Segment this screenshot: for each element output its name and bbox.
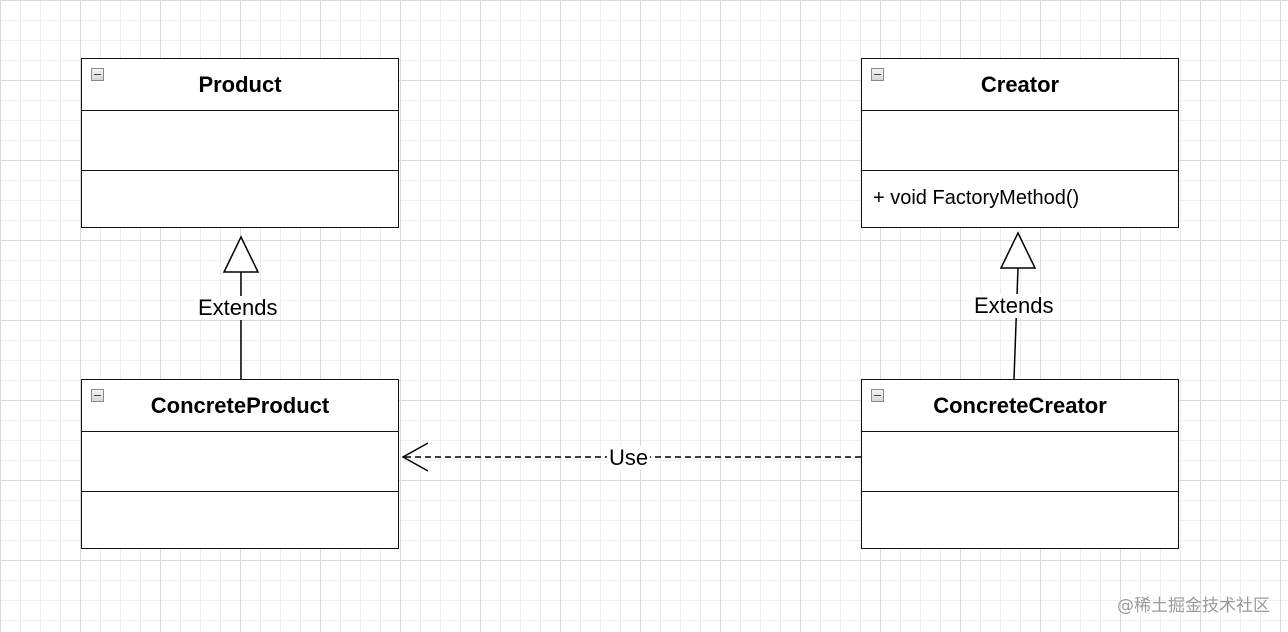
class-product-header[interactable]: Product bbox=[82, 59, 398, 111]
creator-extends-arrowhead bbox=[999, 231, 1037, 269]
class-product-attributes bbox=[82, 111, 398, 171]
class-concrete-creator-methods bbox=[862, 492, 1178, 547]
class-creator-name: Creator bbox=[980, 71, 1060, 97]
class-concrete-creator[interactable]: ConcreteCreator bbox=[861, 379, 1179, 549]
class-concrete-creator-attributes bbox=[862, 432, 1178, 492]
class-concrete-product-header[interactable]: ConcreteProduct bbox=[82, 380, 398, 432]
class-creator-methods: + void FactoryMethod() bbox=[862, 171, 1178, 226]
collapse-icon[interactable] bbox=[871, 389, 884, 402]
class-concrete-product[interactable]: ConcreteProduct bbox=[81, 379, 399, 549]
use-arrowhead bbox=[401, 442, 429, 472]
use-label: Use bbox=[607, 445, 651, 470]
class-creator-method: + void FactoryMethod() bbox=[873, 187, 1080, 209]
class-creator-header[interactable]: Creator bbox=[862, 59, 1178, 111]
creator-extends-label: Extends bbox=[972, 293, 1056, 318]
class-concrete-product-methods bbox=[82, 492, 398, 547]
class-concrete-creator-header[interactable]: ConcreteCreator bbox=[862, 380, 1178, 432]
watermark: @稀土掘金技术社区 bbox=[1117, 596, 1270, 616]
class-concrete-product-name: ConcreteProduct bbox=[150, 392, 330, 418]
product-extends-arrowhead bbox=[222, 235, 260, 273]
collapse-icon[interactable] bbox=[91, 68, 104, 81]
class-creator-attributes bbox=[862, 111, 1178, 171]
class-product-methods bbox=[82, 171, 398, 226]
collapse-icon[interactable] bbox=[91, 389, 104, 402]
creator-extends-line[interactable] bbox=[1013, 267, 1019, 380]
collapse-icon[interactable] bbox=[871, 68, 884, 81]
class-product-name: Product bbox=[198, 71, 282, 97]
class-concrete-product-attributes bbox=[82, 432, 398, 492]
product-extends-label: Extends bbox=[196, 295, 280, 320]
class-creator[interactable]: Creator + void FactoryMethod() bbox=[861, 58, 1179, 228]
class-product[interactable]: Product bbox=[81, 58, 399, 228]
class-concrete-creator-name: ConcreteCreator bbox=[933, 392, 1107, 418]
